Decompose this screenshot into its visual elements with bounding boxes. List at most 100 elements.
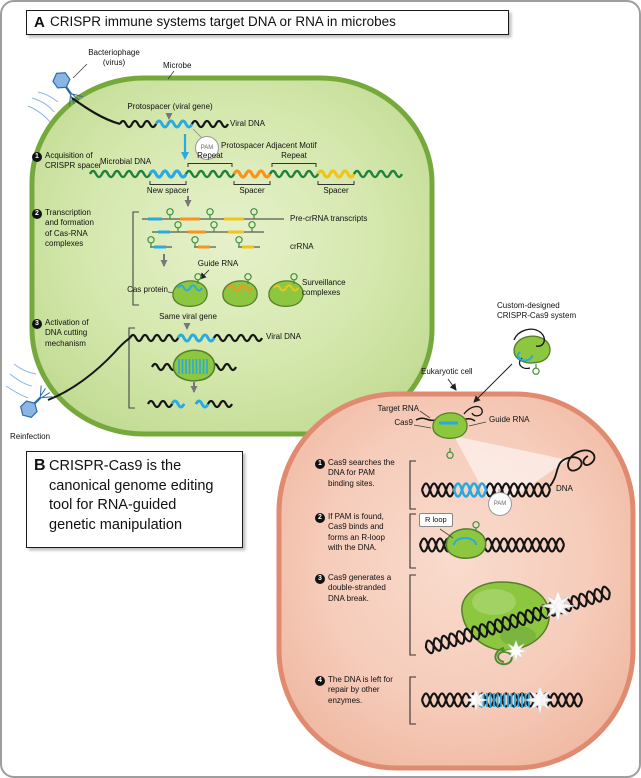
label-new-spacer: New spacer [146,186,190,195]
label-same-viral-gene: Same viral gene [159,312,217,321]
step-b2-text: If PAM is found, Cas9 binds and forms an… [328,512,385,553]
stepB4-bracket [409,676,416,725]
label-viral-dna-1: Viral DNA [230,119,265,128]
label-custom-system: Custom-designed CRISPR-Cas9 system [497,301,577,320]
label-spacer-1: Spacer [239,186,265,195]
step-a2: 2 Transcription and formation of Cas-RNA… [32,208,94,250]
step-a1-number: 1 [32,152,42,162]
step-a1: 1 Acquisition of CRISPR spacer [32,151,101,172]
panel-b-title-box: B CRISPR-Cas9 is the canonical genome ed… [26,451,243,548]
stepB2-bracket [409,513,416,569]
cas9-cutting-scene [424,581,611,666]
label-eukaryotic-cell: Eukaryotic cell [421,367,473,376]
step-b3: 3 Cas9 generates a double-stranded DNA b… [315,573,391,604]
microbe-cell [29,75,435,437]
step-b2: 2 If PAM is found, Cas9 binds and forms … [315,512,385,554]
step-b1: 1 Cas9 searches the DNA for PAM binding … [315,458,395,489]
r-loop-badge: R loop [419,513,453,527]
eukaryotic-cell-leader [447,378,457,391]
guide-rna-coil [494,647,513,666]
step-b4-text: The DNA is left for repair by other enzy… [328,675,393,705]
label-guide-rna-b: Guide RNA [489,415,530,424]
spacer-brackets [149,181,355,185]
incell-cas9-complex [415,405,483,459]
step-a3-text: Activation of DNA cutting mechanism [45,318,89,348]
microbe-cell-membrane [29,75,435,437]
step-a3-number: 3 [32,319,42,329]
stepB1-bracket [409,460,416,510]
label-cas-protein: Cas protein [127,285,168,294]
label-microbe: Microbe [163,61,192,70]
pam-badge-a: PAM [195,136,219,160]
label-surveillance: Surveillance complexes [302,278,346,297]
custom-complex-arrow [473,363,513,403]
dna-helix-1 [420,449,596,498]
step-b2-number: 2 [315,513,325,523]
bacteriophage-icon [27,68,84,123]
surveillance-complex-1 [172,273,208,307]
cut-viral-dna [147,399,233,409]
label-dna: DNA [556,484,573,493]
panel-a-letter: A [34,14,45,31]
surveillance-complex-2 [222,273,258,307]
pam-badge-b: PAM [488,492,512,516]
new-spacer-segment [148,169,188,179]
viral-dna-entry-curve [71,97,121,126]
eukaryotic-cell [276,391,636,771]
label-spacer-2: Spacer [323,186,349,195]
dna-helix-4 [420,685,584,716]
panel-a-title: CRISPR immune systems target DNA or RNA … [50,14,396,29]
label-guide-rna: Guide RNA [197,259,239,268]
step-a2-number: 2 [32,209,42,219]
label-crrna: crRNA [290,242,314,251]
viral-dna2-protospacer [176,333,216,343]
reinfection-dna-curve [47,337,131,401]
step-a2-text: Transcription and formation of Cas-RNA c… [45,208,94,249]
bacteriophage-leader-line [72,63,88,79]
label-target-rna: Target RNA [377,404,419,413]
pre-crrna-transcripts [142,208,284,234]
step-b3-text: Cas9 generates a double-stranded DNA bre… [328,573,392,603]
step-b4: 4 The DNA is left for repair by other en… [315,675,393,706]
label-cas9: Cas9 [394,418,413,427]
protospacer-segment [154,119,194,129]
guide-rna-leader-b [468,421,487,427]
label-protospacer: Protospacer (viral gene) [127,102,213,111]
repeat-brackets [187,163,317,167]
step-a1-text: Acquisition of CRISPR spacer [45,151,102,171]
label-repeat-1: Repeat [197,151,223,160]
panel-b-letter: B [34,457,46,474]
reinfection-streaks [5,363,37,399]
panel-a-title-box: A CRISPR immune systems target DNA or RN… [26,10,509,35]
step2-bracket [132,211,139,306]
phage-fiber-streaks [27,91,59,123]
microbe-leader-line [167,70,175,80]
custom-cas9-complex [513,328,551,375]
stepB3-bracket [409,574,416,656]
label-repeat-2: Repeat [281,151,307,160]
label-microbial-dna: Microbial DNA [100,157,152,166]
step-b3-number: 3 [315,574,325,584]
reinfection-phage-icon [5,363,54,422]
r-loop-bulge [453,537,477,546]
cas9-leader [413,424,432,429]
step3-bracket [128,327,135,409]
label-pre-crrna: Pre-crRNA transcripts [290,214,368,223]
label-viral-dna-2: Viral DNA [266,332,301,341]
dna-helix-2 [418,521,566,559]
cutting-complex-scene [151,349,237,382]
step-b1-text: Cas9 searches the DNA for PAM binding si… [328,458,395,488]
surveillance-complex-3 [268,273,304,307]
step-b4-number: 4 [315,676,325,686]
label-reinfection: Reinfection [10,432,51,441]
spacer1-segment [232,169,272,179]
r-loop-leader [439,528,454,539]
crrna-units [147,236,260,249]
target-rna-leader [419,410,431,419]
bound-protospacer-stripes [178,359,208,374]
dna-coil-tangle [549,449,596,487]
label-pam-full: Protospacer Adjacent Motif [221,141,317,150]
panel-b-title: CRISPR-Cas9 is the canonical genome edit… [49,458,214,533]
